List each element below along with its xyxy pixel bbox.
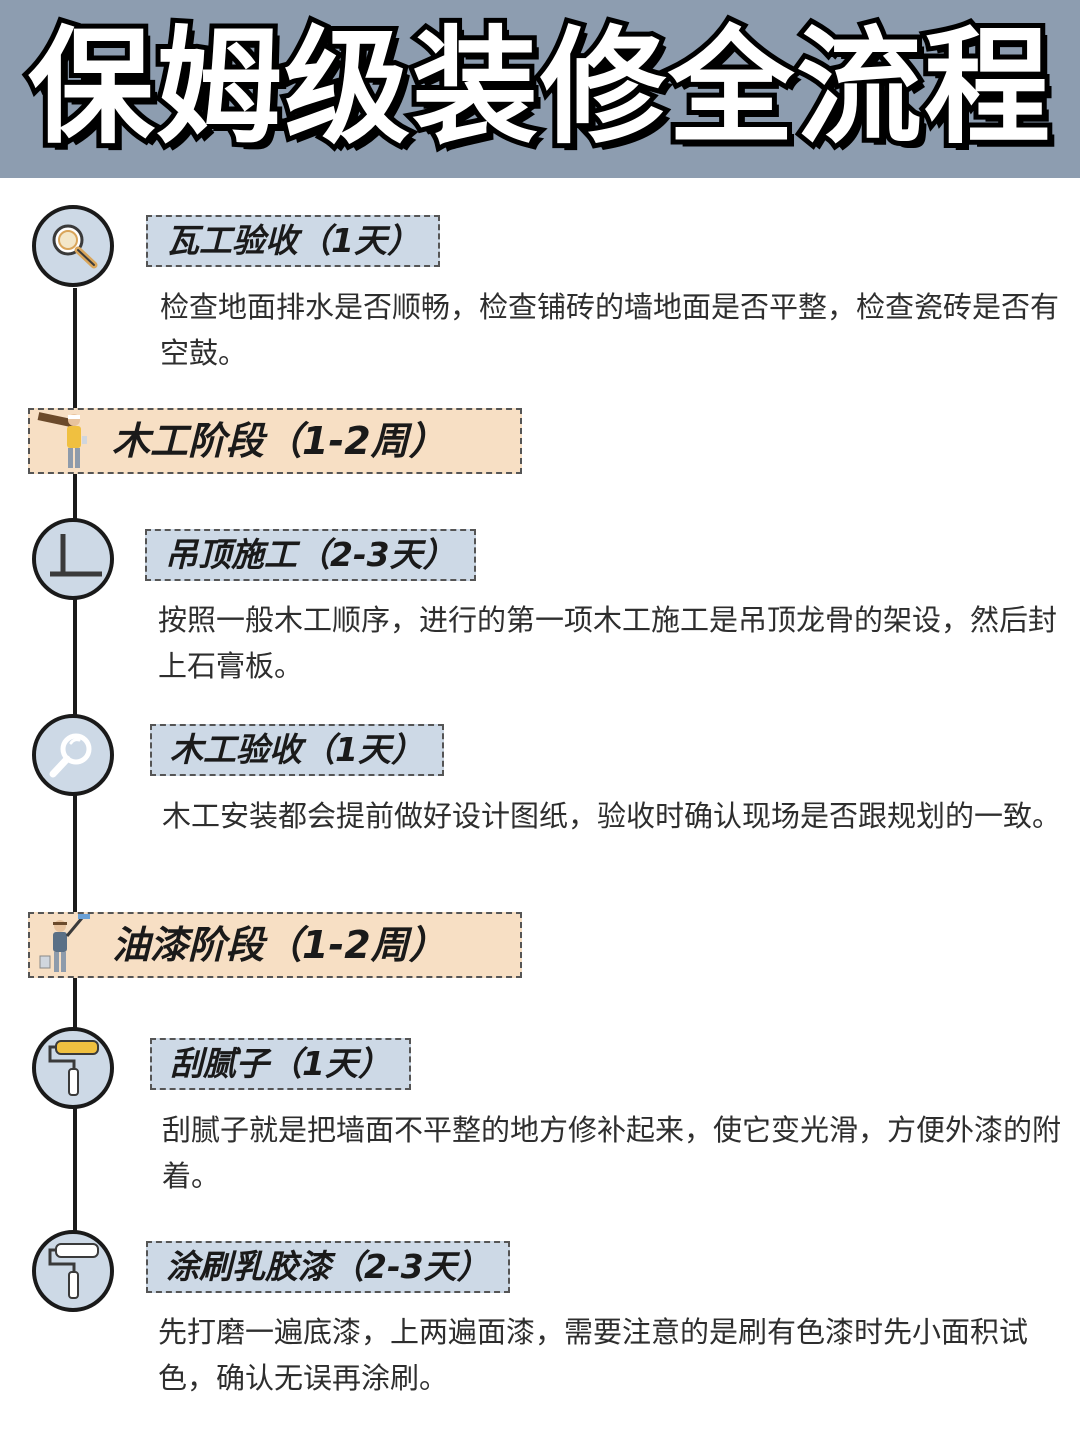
step-node-3 <box>32 714 114 796</box>
step-node-4 <box>32 1027 114 1109</box>
header-banner: 保姆级装修全流程 <box>0 0 1080 178</box>
phase-tag-carpentry: 木工阶段（1-2周） <box>28 408 522 474</box>
paint-roller-icon <box>36 1031 110 1105</box>
step-title-tag: 涂刷乳胶漆（2-3天） <box>146 1241 510 1293</box>
step-node-1 <box>32 205 114 287</box>
step-description: 刮腻子就是把墙面不平整的地方修补起来，使它变光滑，方便外漆的附着。 <box>162 1107 1062 1199</box>
step-node-2 <box>32 518 114 600</box>
paint-roller-icon <box>36 1234 110 1308</box>
magnifier-icon <box>36 209 110 283</box>
ceiling-frame-icon <box>36 522 110 596</box>
step-title-tag: 刮腻子（1天） <box>150 1038 411 1090</box>
step-description: 木工安装都会提前做好设计图纸，验收时确认现场是否跟规划的一致。 <box>162 793 1062 839</box>
phase-tag-painting: 油漆阶段（1-2周） <box>28 912 522 978</box>
step-description: 检查地面排水是否顺畅，检查铺砖的墙地面是否平整，检查瓷砖是否有空鼓。 <box>160 284 1060 376</box>
step-title-tag: 瓦工验收（1天） <box>146 215 440 267</box>
step-title-tag: 吊顶施工（2-3天） <box>145 529 476 581</box>
magnifier-icon <box>36 718 110 792</box>
step-title-tag: 木工验收（1天） <box>150 724 444 776</box>
step-description: 先打磨一遍底漆，上两遍面漆，需要注意的是刷有色漆时先小面积试色，确认无误再涂刷。 <box>158 1309 1058 1401</box>
step-node-5 <box>32 1230 114 1312</box>
carpenter-worker-icon <box>32 406 102 476</box>
page-title: 保姆级装修全流程 <box>0 6 1080 176</box>
step-description: 按照一般木工顺序，进行的第一项木工施工是吊顶龙骨的架设，然后封上石膏板。 <box>158 597 1058 689</box>
painter-worker-icon <box>32 910 102 980</box>
phase-title: 油漆阶段（1-2周） <box>112 914 447 976</box>
phase-title: 木工阶段（1-2周） <box>112 410 447 472</box>
